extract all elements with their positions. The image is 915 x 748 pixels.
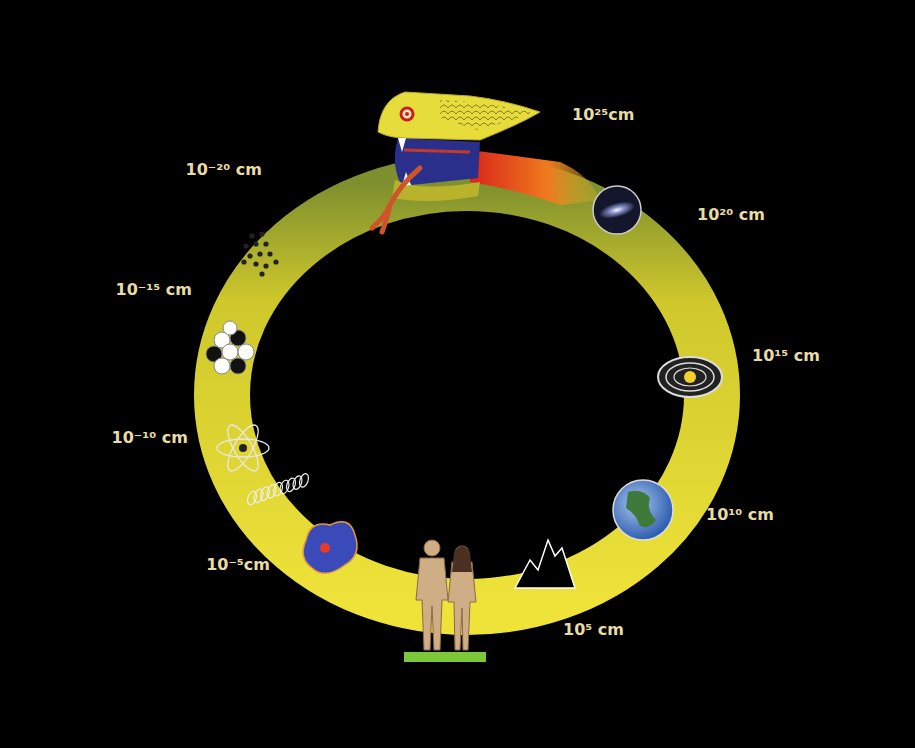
galaxy-icon — [593, 186, 641, 234]
scale-label: 10²⁵cm — [572, 105, 634, 124]
atom-icon — [217, 421, 269, 475]
scale-label: 10²⁰ cm — [697, 205, 765, 224]
serpent-body — [222, 183, 712, 607]
earth-icon — [613, 480, 673, 540]
scale-label: 10¹⁵ cm — [752, 346, 820, 365]
serpent-tongue — [372, 168, 420, 232]
human-figures — [404, 540, 486, 662]
solar-system-icon — [658, 357, 722, 397]
mountain-icon — [515, 540, 575, 588]
quark-dots-icon — [241, 231, 278, 276]
nucleus-icon — [206, 321, 254, 374]
scale-label: 10⁻⁵cm — [206, 555, 270, 574]
scale-label: 10⁻²⁰ cm — [186, 160, 262, 179]
scale-label: 10⁻¹⁰ cm — [112, 428, 188, 447]
dna-helix-icon — [246, 472, 310, 505]
cell-icon — [303, 522, 357, 574]
serpent-eye — [401, 108, 413, 120]
scale-label: 10¹⁰ cm — [706, 505, 774, 524]
serpent-head — [378, 92, 540, 140]
scale-label: 10⁻¹⁵ cm — [116, 280, 192, 299]
scale-label: 10⁵ cm — [563, 620, 624, 639]
serpent-tail — [470, 150, 600, 205]
